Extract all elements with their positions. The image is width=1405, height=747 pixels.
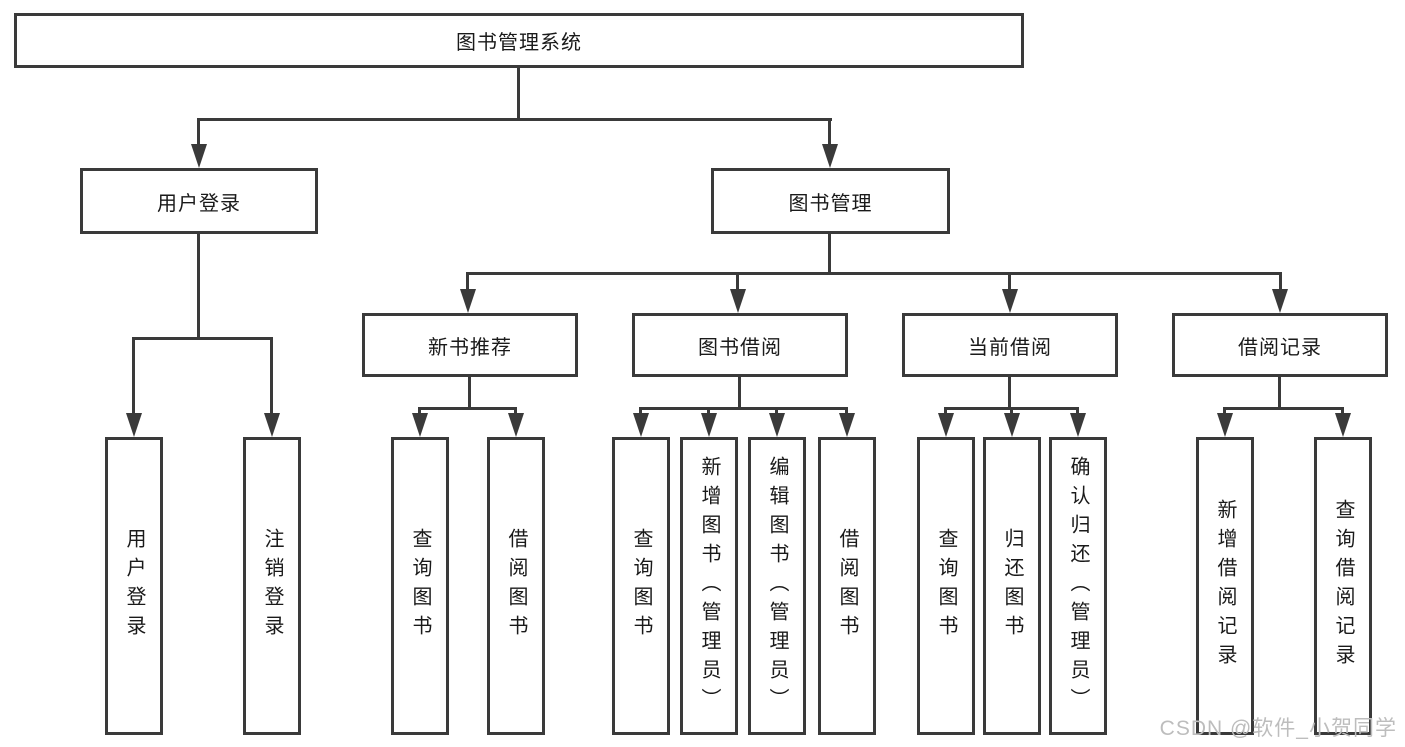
connector-line <box>828 234 831 275</box>
node-book-management: 图书管理 <box>711 168 950 234</box>
connector-line <box>197 234 200 337</box>
arrow-down-icon <box>508 413 524 437</box>
node-label: 图书借阅 <box>698 336 782 359</box>
leaf-label: 查询借阅记录 <box>1332 499 1354 673</box>
leaf-add-borrow-record: 新增借阅记录 <box>1196 437 1254 735</box>
leaf-add-books-admin: 新增图书（管理员） <box>680 437 738 735</box>
leaf-confirm-return-admin: 确认归还（管理员） <box>1049 437 1107 735</box>
arrow-down-icon <box>938 413 954 437</box>
node-label: 图书管理系统 <box>456 32 582 54</box>
leaf-label: 归还图书 <box>1001 528 1023 644</box>
arrow-down-icon <box>460 289 476 313</box>
leaf-query-books-current: 查询图书 <box>917 437 975 735</box>
connector-line <box>639 407 848 410</box>
connector-line <box>738 377 741 410</box>
arrow-down-icon <box>1217 413 1233 437</box>
node-new-book-recommendation: 新书推荐 <box>362 313 578 377</box>
leaf-query-books-borrow: 查询图书 <box>612 437 670 735</box>
leaf-label: 查询图书 <box>409 528 431 644</box>
node-borrowing-records: 借阅记录 <box>1172 313 1388 377</box>
leaf-edit-books-admin: 编辑图书（管理员） <box>748 437 806 735</box>
connector-line <box>418 407 517 410</box>
node-label: 用户登录 <box>157 192 241 215</box>
connector-line <box>639 407 642 416</box>
node-label: 借阅记录 <box>1238 336 1322 359</box>
node-label: 当前借阅 <box>968 336 1052 359</box>
leaf-label: 新增借阅记录 <box>1214 499 1236 673</box>
connector-line <box>132 337 135 415</box>
leaf-label: 用户登录 <box>123 528 145 644</box>
node-label: 新书推荐 <box>428 336 512 359</box>
connector-line <box>1341 407 1344 416</box>
connector-line <box>197 118 200 146</box>
connector-line <box>736 272 739 291</box>
connector-line <box>1010 407 1013 416</box>
node-book-borrowing: 图书借阅 <box>632 313 848 377</box>
leaf-label: 编辑图书（管理员） <box>766 455 788 717</box>
leaf-label: 确认归还（管理员） <box>1067 455 1089 717</box>
connector-line <box>1008 377 1011 410</box>
leaf-label: 借阅图书 <box>505 528 527 644</box>
node-user-login: 用户登录 <box>80 168 318 234</box>
connector-line <box>1223 407 1226 416</box>
arrow-down-icon <box>1002 289 1018 313</box>
leaf-label: 借阅图书 <box>836 528 858 644</box>
connector-line <box>775 407 778 416</box>
arrow-down-icon <box>264 413 280 437</box>
leaf-return-books: 归还图书 <box>983 437 1041 735</box>
arrow-down-icon <box>730 289 746 313</box>
arrow-down-icon <box>191 144 207 168</box>
arrow-down-icon <box>1272 289 1288 313</box>
leaf-query-books-recommend: 查询图书 <box>391 437 449 735</box>
connector-line <box>466 272 469 291</box>
connector-line <box>466 272 1282 275</box>
leaf-label: 注销登录 <box>261 528 283 644</box>
leaf-user-login: 用户登录 <box>105 437 163 735</box>
connector-line <box>418 407 421 416</box>
connector-line <box>707 407 710 416</box>
arrow-down-icon <box>1335 413 1351 437</box>
leaf-label: 查询图书 <box>630 528 652 644</box>
leaf-label: 查询图书 <box>935 528 957 644</box>
leaf-label: 新增图书（管理员） <box>698 455 720 717</box>
leaf-borrow-books-recommend: 借阅图书 <box>487 437 545 735</box>
connector-line <box>845 407 848 416</box>
connector-line <box>1223 407 1344 410</box>
arrow-down-icon <box>701 413 717 437</box>
watermark-text: CSDN @软件_小贺同学 <box>1159 717 1397 740</box>
connector-line <box>1279 272 1282 291</box>
leaf-logout: 注销登录 <box>243 437 301 735</box>
arrow-down-icon <box>769 413 785 437</box>
node-library-management-system: 图书管理系统 <box>14 13 1024 68</box>
arrow-down-icon <box>1070 413 1086 437</box>
connector-line <box>270 337 273 415</box>
leaf-borrow-books: 借阅图书 <box>818 437 876 735</box>
connector-line <box>1278 377 1281 410</box>
node-label: 图书管理 <box>788 192 873 215</box>
connector-line <box>828 118 831 146</box>
connector-line <box>1076 407 1079 416</box>
connector-line <box>944 407 947 416</box>
connector-line <box>517 68 520 118</box>
connector-line <box>468 377 471 410</box>
leaf-query-borrow-record: 查询借阅记录 <box>1314 437 1372 735</box>
arrow-down-icon <box>822 144 838 168</box>
arrow-down-icon <box>126 413 142 437</box>
arrow-down-icon <box>1004 413 1020 437</box>
node-current-borrowing: 当前借阅 <box>902 313 1118 377</box>
connector-line <box>1008 272 1011 291</box>
arrow-down-icon <box>412 413 428 437</box>
connector-line <box>132 337 273 340</box>
connector-line <box>514 407 517 416</box>
arrow-down-icon <box>839 413 855 437</box>
arrow-down-icon <box>633 413 649 437</box>
connector-line <box>197 118 832 121</box>
